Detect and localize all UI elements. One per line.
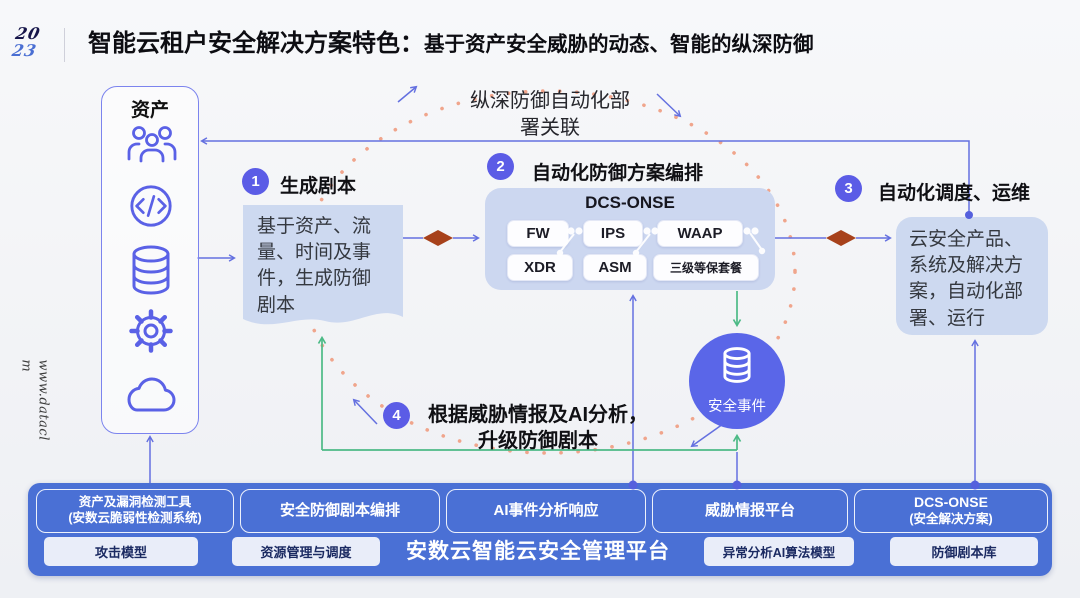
pill-dengbao: 三级等保套餐 (653, 254, 759, 281)
platform-cell-playbook: 安全防御剧本编排 (240, 489, 440, 533)
step3-panel: 云安全产品、系统及解决方案，自动化部署、运行 (896, 217, 1048, 335)
platform-cell-dcs-onse: DCS-ONSE (安全解决方案) (854, 489, 1048, 533)
loop-arrow-topright (656, 93, 682, 118)
step2-label: 自动化防御方案编排 (532, 163, 704, 184)
diamond-1 (423, 230, 453, 246)
step4-label-line2: 升级防御剧本 (478, 430, 598, 453)
users-icon (127, 126, 177, 163)
database-icon (132, 245, 170, 295)
event-database-icon (723, 347, 751, 383)
platform-cell-threat-intel: 威胁情报平台 (652, 489, 848, 533)
step4-badge: 4 (383, 402, 410, 429)
dotted-loop-ellipse (299, 89, 797, 455)
header-divider (64, 28, 65, 62)
pill-ips: IPS (583, 220, 643, 247)
diamond-connectors (423, 230, 856, 246)
cell-line: 威胁情报平台 (704, 501, 795, 519)
code-icon (130, 185, 172, 227)
module-playbook-lib: 防御剧本库 (890, 537, 1038, 566)
pill-asm: ASM (583, 254, 647, 281)
module-attack-model: 攻击模型 (44, 537, 198, 566)
platform-title: 安数云智能云安全管理平台 (406, 540, 670, 563)
diamond-2 (826, 230, 856, 246)
step3-badge: 3 (835, 175, 862, 202)
step4-label: 根据威胁情报及AI分析， 升级防御剧本 (412, 402, 664, 455)
arrow-event-to-step4 (690, 423, 724, 448)
feedback-line-top (200, 137, 970, 214)
gear-icon (129, 309, 173, 353)
step2-badge: 2 (487, 153, 514, 180)
pill-xdr: XDR (507, 254, 573, 281)
loop-label-line1: 纵深防御自动化部 (470, 90, 630, 112)
module-resource-mgmt: 资源管理与调度 (232, 537, 380, 566)
step4-label-line1: 根据威胁情报及AI分析， (428, 404, 648, 426)
step1-panel: 基于资产、流量、时间及事件，生成防御剧本 (243, 205, 403, 331)
page-title-main: 智能云租户安全解决方案特色： (88, 30, 424, 57)
cell-line: (安全解决方案) (909, 511, 993, 526)
platform-bar: 资产及漏洞检测工具 (安数云脆弱性检测系统) 安全防御剧本编排 AI事件分析响应… (28, 483, 1052, 576)
assets-title: 资产 (130, 100, 169, 121)
dcs-box: DCS-ONSE FW IPS WAAP XDR ASM 三级等保套餐 (485, 188, 775, 290)
page-title-sub: 基于资产安全威胁的动态、智能的纵深防御 (424, 33, 814, 56)
platform-cell-asset-scan: 资产及漏洞检测工具 (安数云脆弱性检测系统) (36, 489, 234, 533)
loop-label-line2: 署关联 (520, 117, 580, 139)
module-ai-anomaly: 异常分析AI算法模型 (704, 537, 854, 566)
loop-arrow-bottomleft (352, 398, 378, 425)
step1-label: 生成剧本 (280, 176, 357, 197)
step1-badge: 1 (242, 168, 269, 195)
page-title: 智能云租户安全解决方案特色：基于资产安全威胁的动态、智能的纵深防御 (88, 23, 814, 58)
pill-waap: WAAP (657, 220, 743, 247)
cell-line: 安全防御剧本编排 (279, 501, 400, 519)
cell-line: DCS-ONSE (914, 494, 988, 511)
cell-line: 资产及漏洞检测工具 (78, 495, 192, 510)
pill-fw: FW (507, 220, 569, 247)
assets-box: 资产 (101, 86, 199, 434)
event-label: 安全事件 (708, 399, 766, 415)
platform-cell-ai-response: AI事件分析响应 (446, 489, 646, 533)
cell-line: AI事件分析响应 (493, 501, 599, 519)
loop-arrow-topleft (397, 85, 418, 103)
dcs-box-title: DCS-ONSE (585, 193, 675, 212)
cloud-icon (127, 377, 176, 412)
year-bottom: 23 (10, 40, 39, 60)
step3-label: 自动化调度、运维 (878, 183, 1031, 204)
security-event-node: 安全事件 (689, 333, 785, 429)
cell-line: (安数云脆弱性检测系统) (68, 511, 202, 525)
loop-label: 纵深防御自动化部 署关联 (430, 88, 670, 142)
